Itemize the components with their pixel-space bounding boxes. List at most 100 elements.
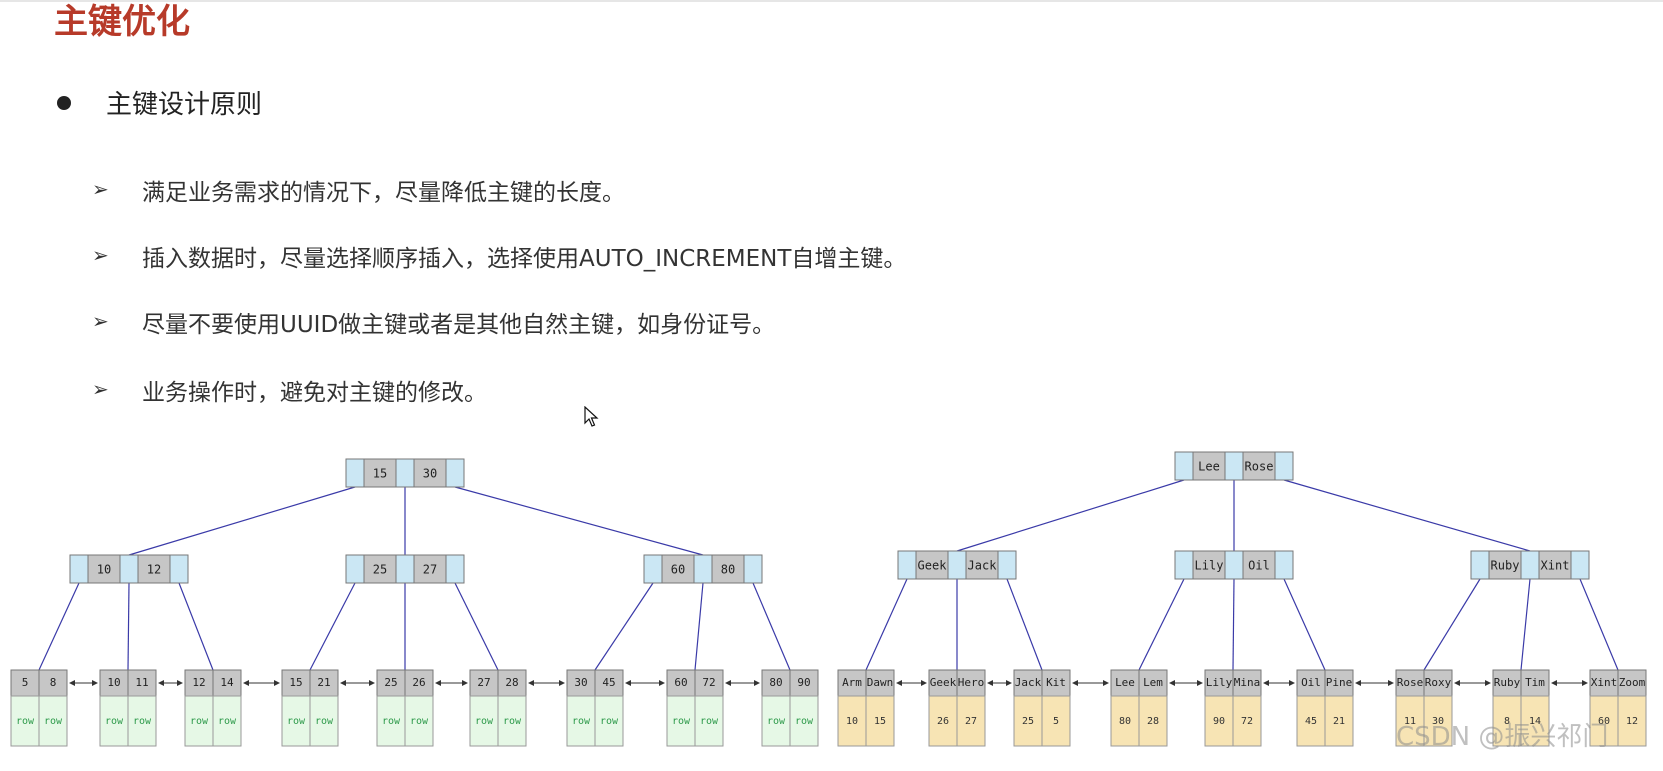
node-key: 10 <box>97 563 111 577</box>
list-item-text: 尽量不要使用UUID做主键或者是其他自然主键，如身份证号。 <box>142 312 776 338</box>
leaf-row-cell <box>497 695 527 747</box>
leaf-link-arrowhead-left <box>243 680 249 686</box>
pointer-cell <box>1274 550 1294 580</box>
leaf-row-cell <box>1296 695 1326 747</box>
leaf-sibling-link <box>1072 680 1109 686</box>
leaf-link-arrowhead-right <box>462 680 468 686</box>
leaf-row-value: 8 <box>1504 716 1510 727</box>
leaf-key-cell <box>497 669 527 697</box>
leaf-row-cell <box>1492 695 1522 747</box>
leaf-row-value: 80 <box>1119 716 1131 727</box>
leaf-key: 11 <box>135 676 148 689</box>
leaf-sibling-link <box>158 680 183 686</box>
leaf-link-arrowhead-right <box>659 680 665 686</box>
leaf-row-cell <box>309 695 339 747</box>
leaf-link-arrowhead-left <box>528 680 534 686</box>
leaf-key: 30 <box>574 676 587 689</box>
leaf-key: Kit <box>1046 676 1066 689</box>
leaf-row-cell <box>1395 695 1425 747</box>
leaf-row-cell <box>99 695 129 747</box>
leaf-key: 72 <box>702 676 715 689</box>
leaf-row-value: row <box>44 716 63 727</box>
leaf-link-arrowhead-left <box>69 680 75 686</box>
leaf-key: Arm <box>842 676 862 689</box>
leaf-row-cell <box>1617 695 1647 747</box>
leaf-row-cell <box>837 695 867 747</box>
leaf-key: 60 <box>674 676 687 689</box>
tree-edge <box>38 582 80 671</box>
leaf-key: Lem <box>1143 676 1163 689</box>
leaf-link-arrowhead-right <box>921 680 927 686</box>
key-cell <box>363 554 397 584</box>
key-cell <box>1242 550 1276 580</box>
leaf-key: Mina <box>1234 676 1261 689</box>
leaf-key-cell <box>1232 669 1262 697</box>
leaf-key: 21 <box>317 676 330 689</box>
leaf-row-cell <box>666 695 696 747</box>
leaf-link-arrowhead-right <box>92 680 98 686</box>
leaf-row-value: 14 <box>1529 716 1541 727</box>
tree-edge <box>127 582 130 671</box>
tree-edge <box>1423 578 1481 671</box>
leaf-row-cell <box>1423 695 1453 747</box>
pointer-cell <box>169 554 189 584</box>
leaf-row-value: row <box>105 716 124 727</box>
arrowhead-bullet-icon: ➢ <box>92 377 109 401</box>
leaf-key: Oil <box>1301 676 1321 689</box>
leaf-row-value: row <box>503 716 522 727</box>
leaf-key-cell <box>1589 669 1619 697</box>
leaf-row-cell <box>1013 695 1043 747</box>
leaf-key: 80 <box>769 676 782 689</box>
leaf-row-value: row <box>218 716 237 727</box>
leaf-key: Tim <box>1525 676 1545 689</box>
pointer-cell <box>395 458 415 488</box>
pointer-cell <box>69 554 89 584</box>
leaf-key: 26 <box>412 676 425 689</box>
leaf-key: Ruby <box>1494 676 1521 689</box>
list-item-text: 插入数据时，尽量选择顺序插入，选择使用AUTO_INCREMENT自增主键。 <box>142 246 907 272</box>
leaf-link-arrowhead-right <box>1197 680 1203 686</box>
tree-edges <box>38 479 1619 671</box>
pointer-cell <box>445 458 465 488</box>
leaf-key-cell <box>404 669 434 697</box>
node-key: 30 <box>423 467 437 481</box>
tree-edge <box>594 582 654 671</box>
leaf-key-cell <box>694 669 724 697</box>
leaf-row-cell <box>1324 695 1354 747</box>
pointer-cell <box>643 554 663 584</box>
leaf-sibling-link <box>243 680 280 686</box>
leaf-key-cell <box>837 669 867 697</box>
list-item-text: 满足业务需求的情况下，尽量降低主键的长度。 <box>142 180 625 206</box>
leaf-link-arrowhead-left <box>896 680 902 686</box>
tree-edge <box>128 486 356 556</box>
leaf-row-value: row <box>190 716 209 727</box>
leaf-row-value: 27 <box>965 716 977 727</box>
tree-edge <box>1283 479 1531 552</box>
leaf-sibling-link <box>528 680 565 686</box>
leaf-link-arrowhead-right <box>1103 680 1109 686</box>
leaf-key-cell <box>1423 669 1453 697</box>
leaf-key-cell <box>212 669 242 697</box>
leaf-key: Dawn <box>867 676 894 689</box>
leaf-key: Hero <box>958 676 985 689</box>
leaf-row-cell <box>694 695 724 747</box>
leaf-key: 5 <box>22 676 29 689</box>
node-key: 80 <box>721 563 735 577</box>
leaf-link-arrowhead-right <box>274 680 280 686</box>
leaf-link-arrowhead-right <box>1485 680 1491 686</box>
leaf-key: Zoom <box>1619 676 1646 689</box>
slide-title: 主键优化 <box>54 2 190 42</box>
leaf-row-value: row <box>795 716 814 727</box>
leaf-row-value: 72 <box>1241 716 1253 727</box>
leaf-key: 28 <box>505 676 518 689</box>
tree-edge <box>956 479 1185 552</box>
leaf-row-value: row <box>572 716 591 727</box>
leaf-row-value: 21 <box>1333 716 1345 727</box>
